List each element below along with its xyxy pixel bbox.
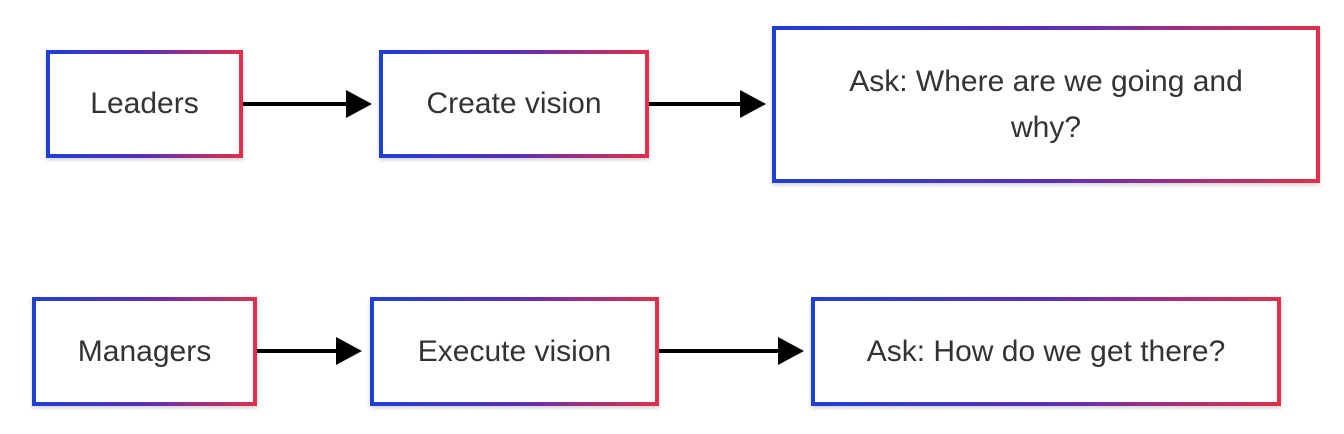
- edge-create-vision-to-ask-where: [649, 90, 766, 118]
- node-ask-where-label: Ask: Where are we going and why?: [849, 64, 1243, 144]
- edge-managers-to-execute-vision: [257, 337, 362, 365]
- node-ask-where: Ask: Where are we going and why?: [772, 26, 1320, 183]
- edge-leaders-to-create-vision: [243, 90, 372, 118]
- node-leaders: Leaders: [46, 50, 243, 158]
- node-ask-how: Ask: How do we get there?: [811, 297, 1281, 406]
- node-execute-vision-label: Execute vision: [417, 334, 612, 368]
- node-leaders-label: Leaders: [90, 87, 199, 120]
- edge-execute-vision-to-ask-how: [659, 337, 804, 365]
- node-create-vision-label: Create vision: [426, 87, 602, 120]
- node-ask-how-label: Ask: How do we get there?: [866, 334, 1226, 368]
- node-execute-vision: Execute vision: [370, 297, 659, 406]
- node-managers: Managers: [32, 297, 257, 406]
- node-managers-label: Managers: [77, 334, 212, 368]
- node-create-vision: Create vision: [379, 50, 649, 158]
